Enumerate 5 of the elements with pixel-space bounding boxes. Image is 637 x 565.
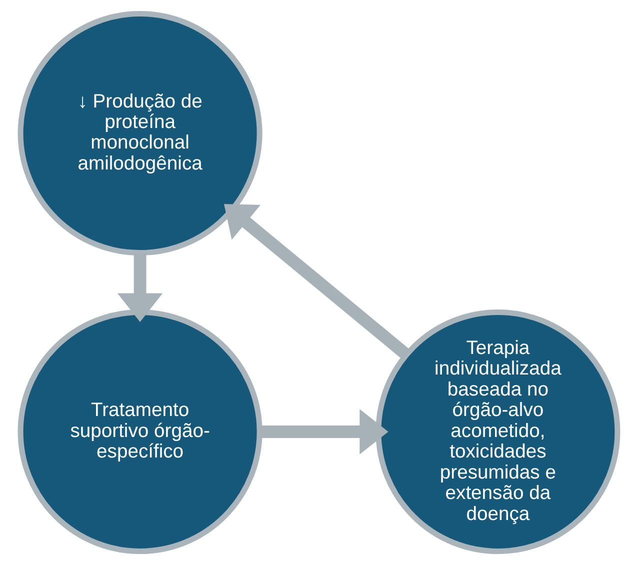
arrow [259, 409, 388, 454]
node-circle: Terapia individualizada baseada no órgão-alvo acometido, toxicidades presumidas e extensão da doença [375, 309, 620, 554]
arrow [116, 252, 162, 322]
node-circle: Tratamento suportivo órgão-específico [17, 309, 262, 554]
arrow [224, 204, 410, 360]
